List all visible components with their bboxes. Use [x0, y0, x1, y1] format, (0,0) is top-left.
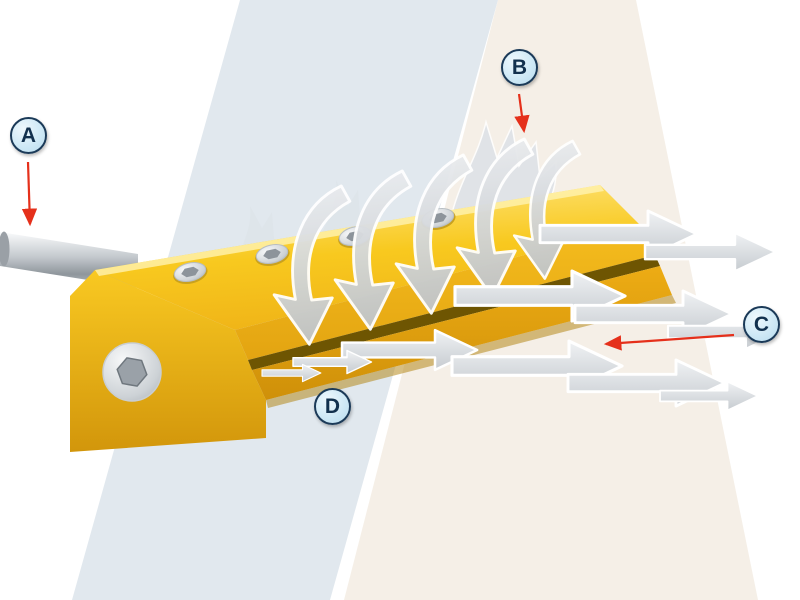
front-screw-hex-socket: [116, 357, 148, 387]
callout-b: B: [501, 49, 538, 86]
callout-c: C: [743, 306, 780, 343]
callout-d: D: [314, 388, 351, 425]
screw-hex-socket: [263, 248, 281, 260]
callout-b-letter: B: [511, 55, 528, 79]
left-end-face: [70, 270, 266, 452]
screw-hex-socket: [181, 266, 199, 278]
callout-a-letter: A: [20, 123, 37, 147]
callout-a: A: [10, 117, 47, 154]
air-gap-slot: [248, 255, 660, 370]
pointer-c-arrow: [603, 333, 735, 351]
socket-screw-2: [255, 244, 290, 266]
socket-screw-1: [173, 262, 208, 284]
callout-d-letter: D: [324, 394, 341, 418]
front-hex-screw: [102, 342, 162, 402]
pointer-a-arrow: [21, 161, 38, 227]
callout-pointers: [21, 93, 735, 351]
pointer-b-arrow: [514, 93, 530, 134]
callout-c-letter: C: [753, 312, 770, 336]
tube-end-cap: [0, 231, 10, 267]
